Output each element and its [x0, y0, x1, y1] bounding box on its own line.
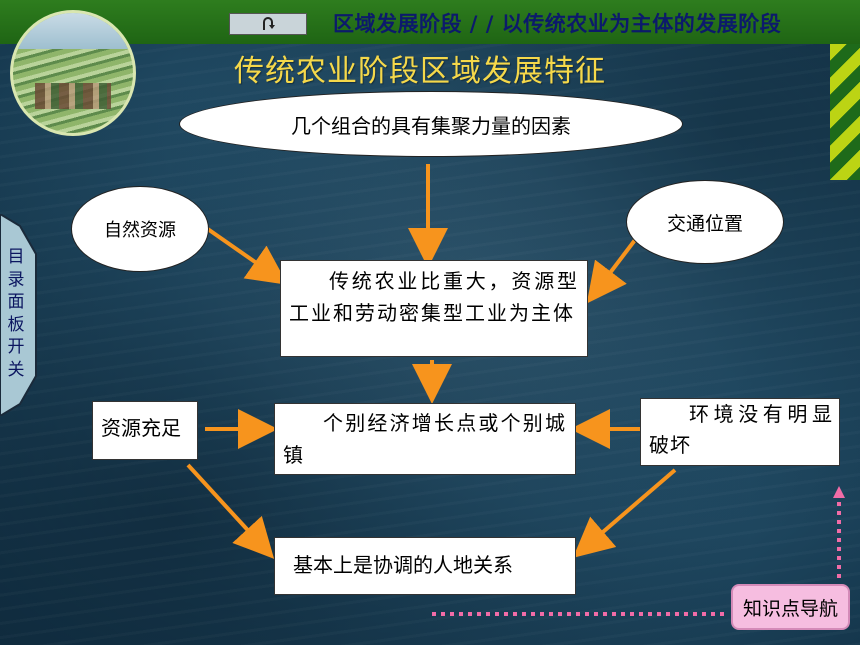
terrace-photo	[10, 10, 136, 136]
header-bar	[0, 0, 860, 44]
transport-location-ellipse: 交通位置	[626, 180, 784, 264]
top-factor-ellipse: 几个组合的具有集聚力量的因素	[179, 91, 683, 157]
natural-resources-text: 自然资源	[104, 220, 176, 241]
growth-points-text: 个别经济增长点或个别城镇	[283, 411, 567, 467]
result-text: 基本上是协调的人地关系	[293, 553, 513, 577]
transport-location-text: 交通位置	[666, 212, 743, 235]
growth-points-box: 个别经济增长点或个别城镇	[274, 403, 576, 475]
resources-sufficient-text: 资源充足	[101, 416, 181, 440]
center-box: 传统农业比重大，资源型工业和劳动密集型工业为主体	[280, 260, 588, 357]
side-panel-toggle[interactable]	[0, 214, 38, 416]
environment-text: 环境没有明显破坏	[649, 402, 833, 457]
return-button[interactable]	[229, 13, 307, 35]
knowledge-nav-label: 知识点导航	[742, 597, 838, 620]
striped-decoration	[830, 44, 860, 180]
side-panel-label: 目录面板开关	[7, 247, 25, 380]
resources-sufficient-box: 资源充足	[92, 401, 198, 460]
breadcrumb: 区域发展阶段 / / 以传统农业为主体的发展阶段	[333, 12, 782, 36]
environment-box: 环境没有明显破坏	[640, 398, 840, 466]
center-box-text: 传统农业比重大，资源型工业和劳动密集型工业为主体	[289, 269, 579, 325]
result-box: 基本上是协调的人地关系	[274, 537, 576, 595]
page-title: 传统农业阶段区域发展特征	[234, 54, 606, 89]
top-factor-text: 几个组合的具有集聚力量的因素	[291, 113, 571, 138]
natural-resources-ellipse: 自然资源	[71, 186, 209, 272]
knowledge-nav-button[interactable]: 知识点导航	[731, 584, 850, 630]
return-arrow-icon	[263, 17, 275, 30]
